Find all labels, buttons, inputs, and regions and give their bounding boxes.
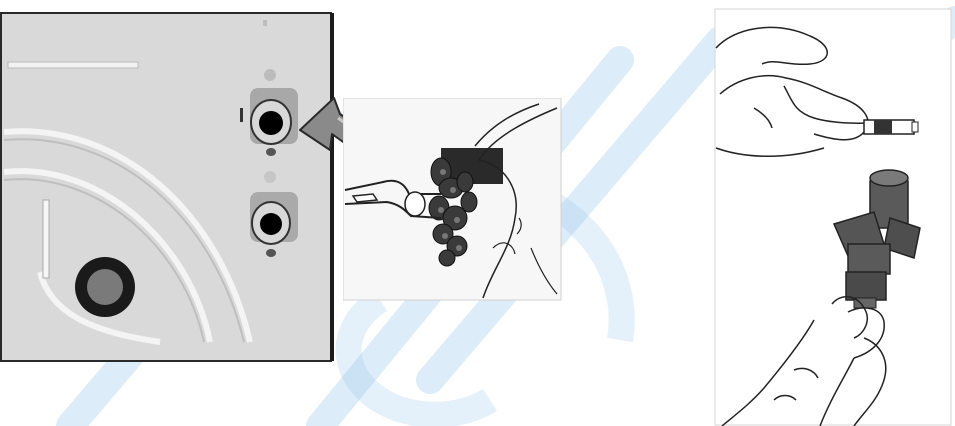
hands-connector-detail bbox=[714, 8, 955, 426]
pliers-grip-detail bbox=[343, 98, 565, 302]
appliance-rear-panel bbox=[0, 12, 338, 364]
hands-connector-illustration bbox=[714, 8, 955, 426]
rear-panel-illustration bbox=[0, 12, 338, 364]
pliers-grip-illustration bbox=[343, 98, 565, 302]
